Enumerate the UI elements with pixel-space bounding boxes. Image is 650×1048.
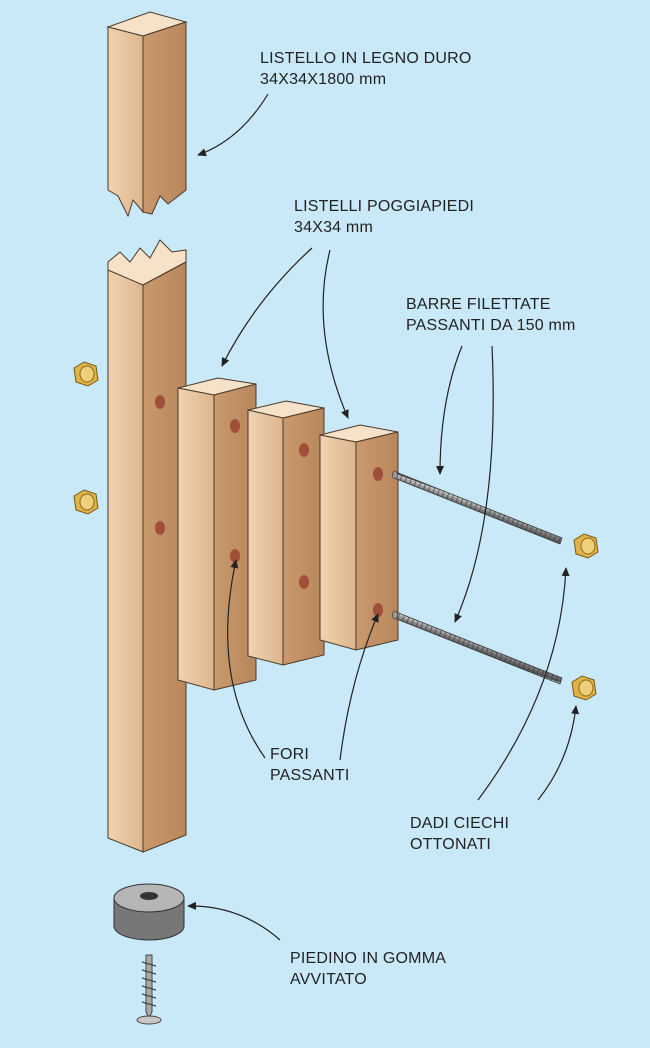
label-dadi-line2: OTTONATI <box>410 836 492 853</box>
label-listello-line2: 34X34X1800 mm <box>260 71 387 88</box>
label-poggiapiedi-line2: 34X34 mm <box>294 219 373 236</box>
nut-left-lower <box>73 489 99 515</box>
label-dadi-line1: DADI CIECHI <box>410 815 510 832</box>
arrow-barre-2 <box>454 345 494 623</box>
post-bottom-piece <box>107 239 187 853</box>
threaded-rod-upper <box>392 470 563 545</box>
threaded-rod-lower <box>392 610 563 685</box>
footrest-block-1 <box>177 377 257 691</box>
cap-nut-upper <box>573 533 599 559</box>
arrow-fori-1 <box>227 559 266 759</box>
label-piedino-line1: PIEDINO IN GOMMA <box>290 950 447 967</box>
footrest-block-2 <box>247 400 325 666</box>
label-fori-line2: PASSANTI <box>270 767 350 784</box>
label-barre: BARRE FILETTATE PASSANTI DA 150 mm <box>406 294 576 336</box>
arrow-dadi-2 <box>537 705 580 801</box>
label-dadi: DADI CIECHI OTTONATI <box>410 813 509 855</box>
arrow-piedino <box>187 901 281 941</box>
post-hole-lower <box>155 521 165 535</box>
label-piedino-line2: AVVITATO <box>290 971 367 988</box>
post-top-piece <box>106 11 188 218</box>
label-fori-line1: FORI <box>270 746 310 763</box>
rubber-foot <box>113 883 185 941</box>
arrow-fori-2 <box>339 613 379 761</box>
label-barre-line1: BARRE FILETTATE <box>406 296 551 313</box>
label-listello-line1: LISTELLO IN LEGNO DURO <box>260 50 472 67</box>
arrow-listello <box>197 93 269 157</box>
post-hole-upper <box>155 395 165 409</box>
label-listello: LISTELLO IN LEGNO DURO 34X34X1800 mm <box>260 48 472 90</box>
label-fori: FORI PASSANTI <box>270 744 350 786</box>
screw <box>136 954 162 1025</box>
arrow-poggiapiedi-1 <box>221 247 313 367</box>
label-barre-line2: PASSANTI DA 150 mm <box>406 317 576 334</box>
cap-nut-lower <box>571 675 597 701</box>
arrow-barre-1 <box>436 345 463 475</box>
arrow-poggiapiedi-2 <box>322 249 349 419</box>
label-poggiapiedi: LISTELLI POGGIAPIEDI 34X34 mm <box>294 196 474 238</box>
nut-left-upper <box>73 361 99 387</box>
footrest-block-3 <box>319 424 399 651</box>
arrow-dadi-1 <box>477 567 570 801</box>
label-poggiapiedi-line1: LISTELLI POGGIAPIEDI <box>294 198 475 215</box>
label-piedino: PIEDINO IN GOMMA AVVITATO <box>290 948 446 990</box>
leader-arrows <box>187 93 580 941</box>
